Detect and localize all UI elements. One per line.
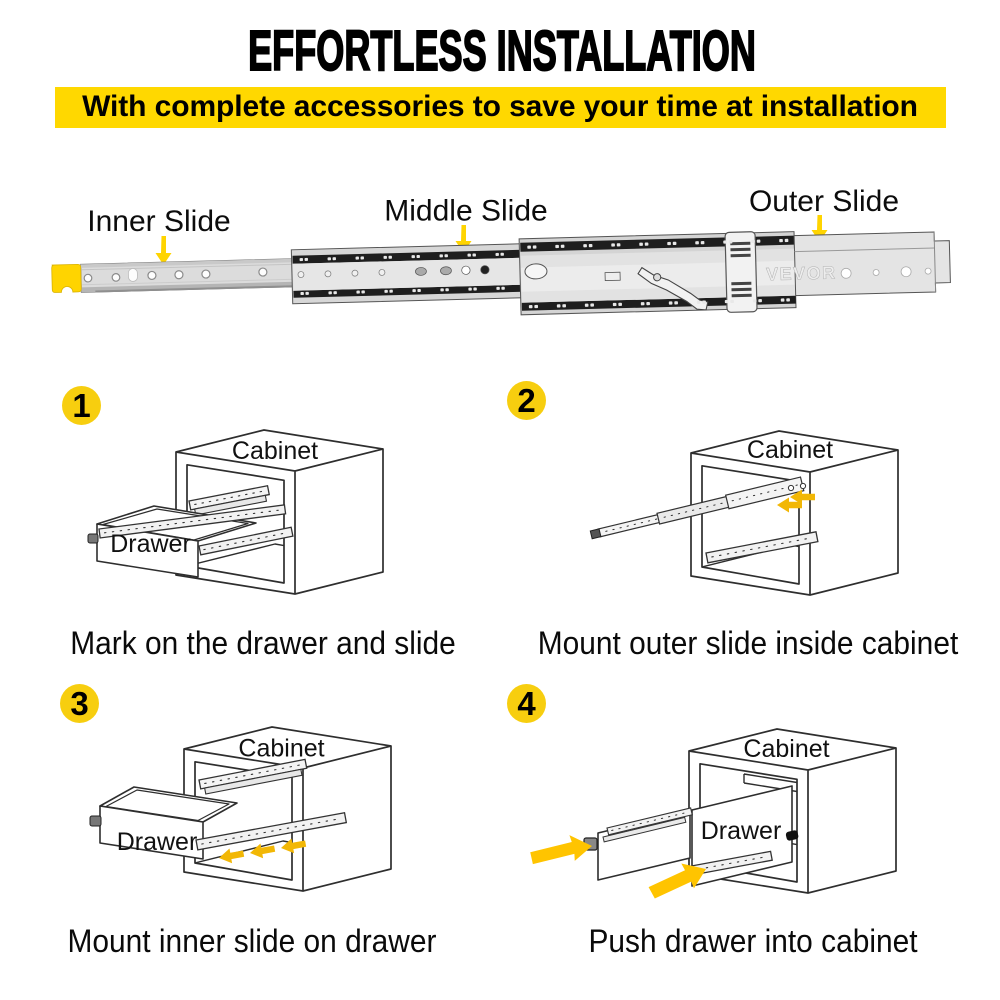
- svg-text:Drawer: Drawer: [117, 828, 198, 856]
- svg-text:Drawer: Drawer: [110, 530, 191, 558]
- svg-text:Cabinet: Cabinet: [232, 437, 318, 465]
- svg-text:Cabinet: Cabinet: [743, 735, 829, 763]
- svg-text:Cabinet: Cabinet: [238, 735, 324, 763]
- svg-text:Inner Slide: Inner Slide: [87, 205, 230, 238]
- svg-text:Outer Slide: Outer Slide: [749, 185, 899, 218]
- svg-text:Middle Slide: Middle Slide: [384, 195, 547, 228]
- svg-text:VEVOR: VEVOR: [766, 263, 837, 285]
- svg-text:Drawer: Drawer: [701, 817, 782, 845]
- svg-text:Cabinet: Cabinet: [747, 436, 833, 464]
